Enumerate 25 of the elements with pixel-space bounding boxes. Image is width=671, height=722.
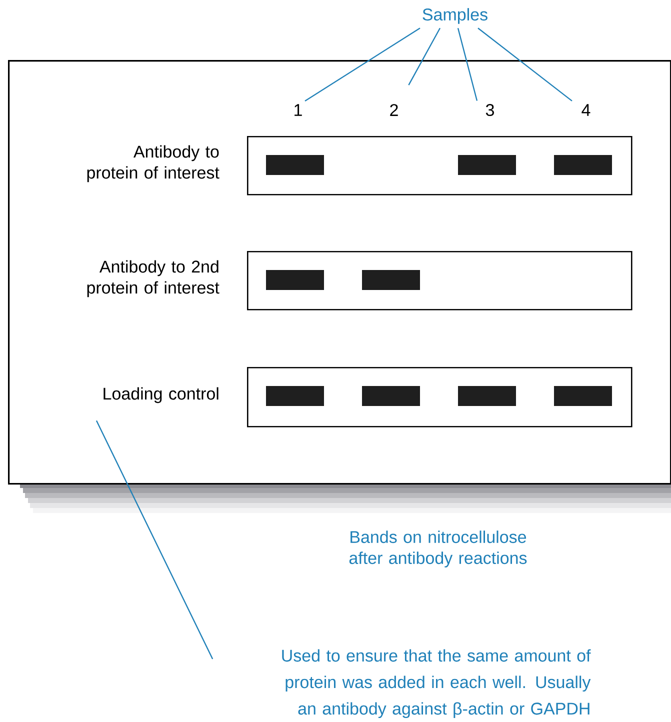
node-label: Antibody to 2nd protein of interest: [87, 260, 220, 298]
note-text: Used to ensure that the same amount of protein was added in each well. Usually an antibody against β-actin or GAPDH: [282, 649, 591, 718]
protein-band: [458, 155, 516, 175]
lane-number: 1: [294, 104, 302, 116]
leader-line: [304, 28, 420, 102]
protein-band: [554, 386, 612, 406]
caption-text: Bands on nitrocellulose after antibody reactions: [349, 530, 527, 568]
lane-number: 3: [486, 104, 494, 116]
protein-band: [362, 270, 420, 290]
protein-band: [554, 155, 612, 175]
blot-strip: Antibody to 2nd protein of interest: [87, 251, 632, 310]
protein-band: [266, 386, 324, 406]
node-label: Antibody to protein of interest: [87, 145, 220, 182]
node-label: Loading control: [104, 387, 218, 404]
lane-number: 2: [390, 104, 398, 116]
protein-band: [362, 386, 420, 406]
lane-number: 4: [582, 104, 590, 116]
leader-line: [96, 420, 214, 660]
leader-line: [457, 28, 478, 101]
protein-band: [266, 270, 324, 290]
leader-line: [478, 28, 572, 102]
samples-label: Samples: [422, 8, 488, 24]
leader-line: [408, 28, 441, 86]
protein-band: [458, 386, 516, 406]
protein-band: [266, 155, 324, 175]
